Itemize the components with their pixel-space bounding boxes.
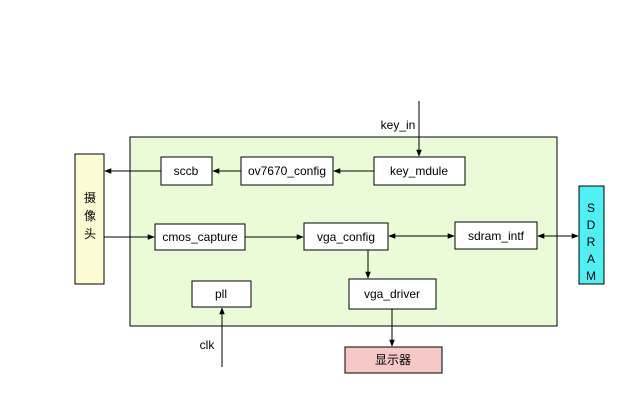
cmos-capture-module	[154, 223, 246, 251]
pll-label: pll	[215, 287, 227, 301]
key-in-label: key_in	[381, 118, 416, 132]
camera-block	[74, 153, 105, 285]
sdram-block	[578, 185, 605, 285]
camera-char-3: 头	[84, 227, 96, 241]
vga-driver-module	[348, 278, 437, 310]
vga-config-label: vga_config	[317, 230, 375, 244]
key-mdule-label: key_mdule	[390, 164, 448, 178]
sdram-letter: R	[587, 235, 596, 249]
display-label: 显示器	[375, 353, 411, 367]
clk-label: clk	[200, 338, 216, 352]
sdram-intf-module	[454, 221, 538, 250]
display-block	[344, 346, 443, 374]
sdram-letter: M	[586, 269, 596, 283]
pll-module	[191, 280, 252, 308]
ov7670-config-label: ov7670_config	[248, 164, 326, 178]
key-mdule-module	[373, 156, 466, 186]
camera-char-2: 像	[84, 209, 96, 223]
camera-char-1: 摄	[84, 190, 96, 205]
camera-label: 摄 像 头	[84, 190, 96, 241]
sdram-letter: A	[587, 252, 595, 266]
sccb-label: sccb	[174, 164, 199, 178]
cmos-capture-label: cmos_capture	[162, 230, 238, 244]
sdram-letter: S	[587, 201, 595, 215]
sdram-letter: D	[587, 218, 596, 232]
sdram-intf-label: sdram_intf	[468, 229, 525, 243]
sccb-module	[160, 156, 213, 186]
vga-config-module	[303, 222, 389, 251]
vga-driver-label: vga_driver	[364, 287, 420, 301]
